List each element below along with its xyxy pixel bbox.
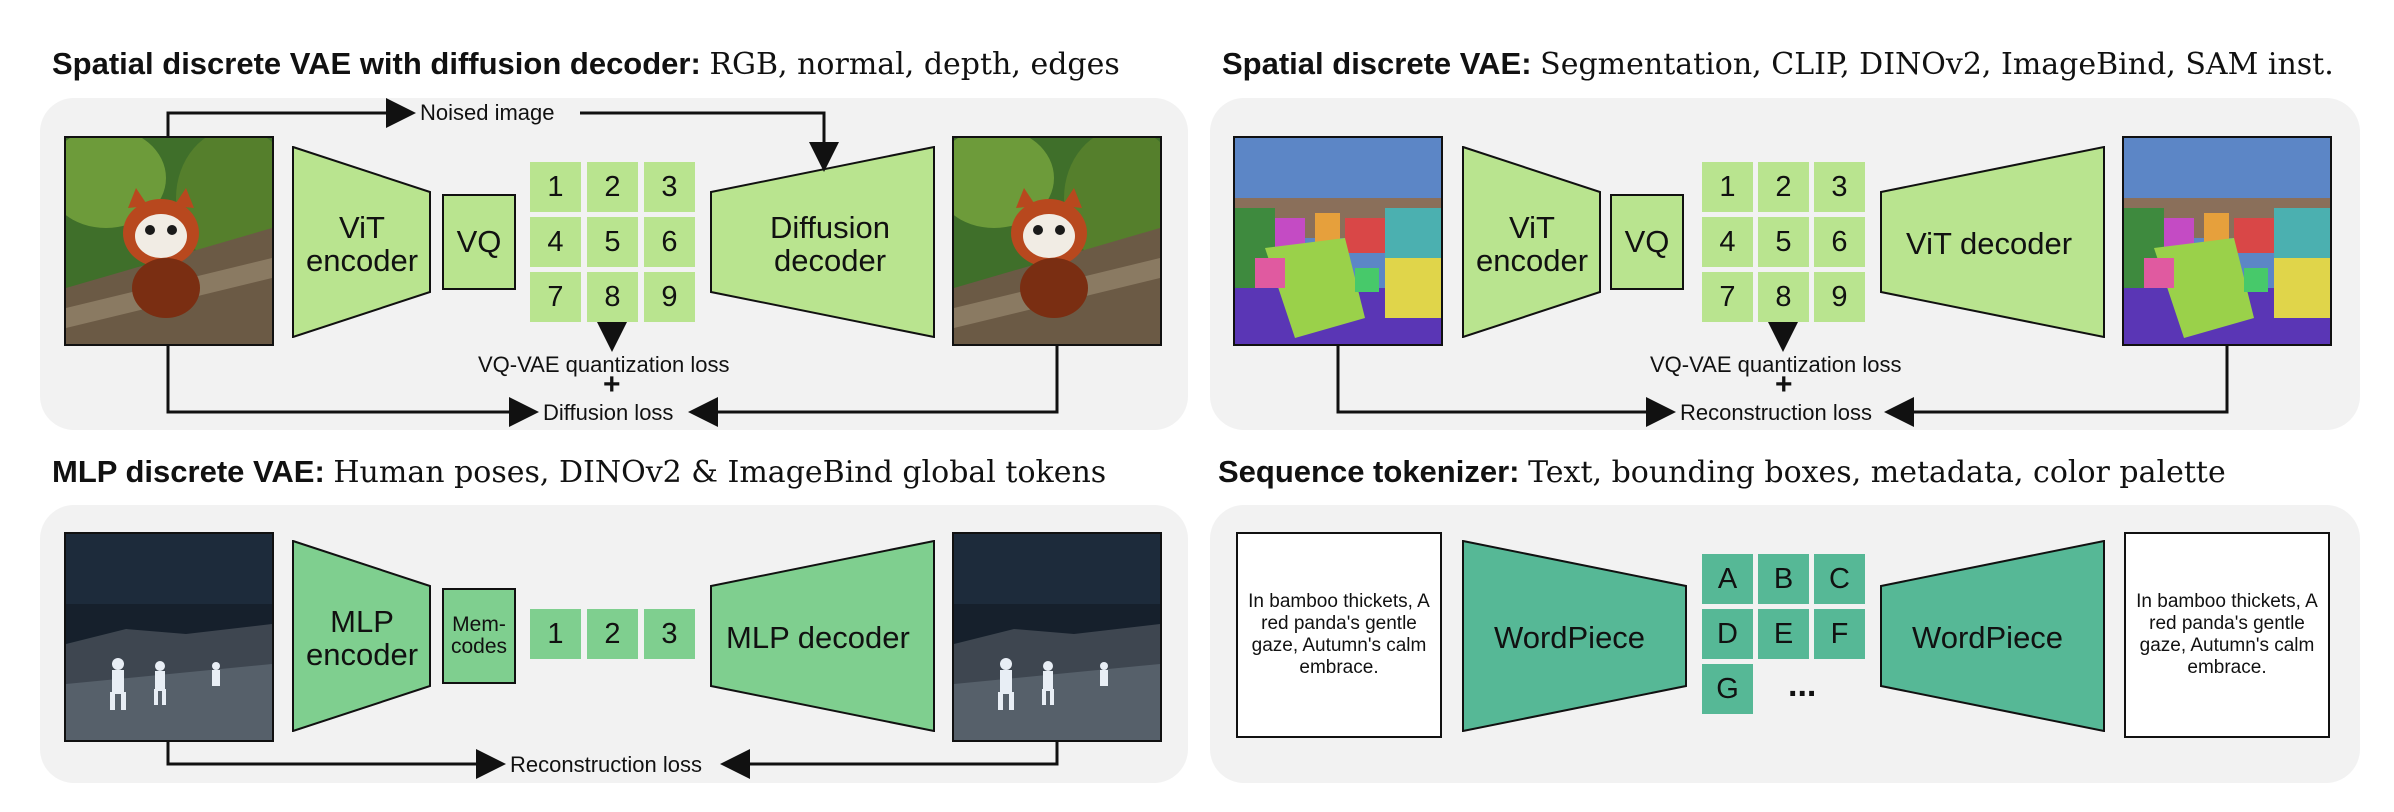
mlp-encoder-shape: [292, 539, 432, 737]
vit-decoder-label: ViT decoder: [1906, 226, 2073, 261]
token: 2: [587, 162, 638, 212]
vit-encoder-shape: [292, 145, 432, 343]
token: 5: [587, 217, 638, 267]
reconstruction-loss-label-tr: Reconstruction loss: [1680, 400, 1872, 425]
token: 3: [644, 609, 695, 659]
title-spatial-vae: Spatial discrete VAE: Segmentation, CLIP…: [1222, 46, 2334, 82]
token: E: [1758, 609, 1809, 659]
plus-sign-tl: +: [603, 368, 621, 401]
mlp-decoder-label: MLP decoder: [726, 620, 910, 655]
token: A: [1702, 554, 1753, 604]
token: 1: [1702, 162, 1753, 212]
token: C: [1814, 554, 1865, 604]
token: 8: [1758, 272, 1809, 322]
noised-image-label: Noised image: [420, 100, 555, 125]
diffusion-decoder-label: Diffusion decoder: [769, 210, 891, 278]
vit-encoder-shape-tr: [1462, 145, 1602, 343]
input-text-card: In bamboo thickets, A red panda's gentle…: [1236, 532, 1442, 738]
token: 1: [530, 162, 581, 212]
wordpiece-decoder-label: WordPiece: [1912, 620, 2064, 655]
token: 3: [1814, 162, 1865, 212]
token: 4: [530, 217, 581, 267]
wordpiece-encoder-label: WordPiece: [1494, 620, 1646, 655]
mlp-decoder-shape: [710, 539, 936, 737]
red-panda-output-image: [952, 136, 1162, 346]
segmentation-input-image: [1233, 136, 1443, 346]
title-mlp-vae: MLP discrete VAE: Human poses, DINOv2 & …: [52, 454, 1107, 490]
segmentation-output-image: [2122, 136, 2332, 346]
vq-vae-loss-label-tr: VQ-VAE quantization loss: [1650, 352, 1902, 377]
diffusion-decoder-shape: [710, 145, 936, 343]
token: 4: [1702, 217, 1753, 267]
token: 3: [644, 162, 695, 212]
token: D: [1702, 609, 1753, 659]
token: 8: [587, 272, 638, 322]
vq-vae-loss-label-tl: VQ-VAE quantization loss: [478, 352, 730, 377]
token: B: [1758, 554, 1809, 604]
vit-decoder-shape: [1880, 145, 2106, 343]
token: 2: [1758, 162, 1809, 212]
token: 5: [1758, 217, 1809, 267]
token: 1: [530, 609, 581, 659]
title-spatial-diffusion: Spatial discrete VAE with diffusion deco…: [52, 46, 1120, 82]
token: F: [1814, 609, 1865, 659]
vit-encoder-label: ViT encoder: [305, 210, 419, 278]
token: 6: [1814, 217, 1865, 267]
mem-codes-box: Mem-codes: [442, 588, 516, 684]
red-panda-input-image: [64, 136, 274, 346]
token: 9: [1814, 272, 1865, 322]
reconstruction-loss-label-bl: Reconstruction loss: [510, 752, 702, 777]
token: 6: [644, 217, 695, 267]
token: 7: [1702, 272, 1753, 322]
vq-box: VQ: [442, 194, 516, 290]
wordpiece-decoder-shape: [1880, 539, 2106, 737]
vq-box-tr: VQ: [1610, 194, 1684, 290]
output-text-card: In bamboo thickets, A red panda's gentle…: [2124, 532, 2330, 738]
mlp-encoder-label: MLP encoder: [305, 604, 419, 672]
diffusion-loss-label: Diffusion loss: [543, 400, 674, 425]
plus-sign-tr: +: [1775, 368, 1793, 401]
token-ellipsis: ...: [1788, 666, 1817, 704]
title-sequence-tokenizer: Sequence tokenizer: Text, bounding boxes…: [1218, 454, 2226, 490]
token: 7: [530, 272, 581, 322]
token: 9: [644, 272, 695, 322]
token: G: [1702, 664, 1753, 714]
vit-encoder-label-tr: ViT encoder: [1475, 210, 1589, 278]
token: 2: [587, 609, 638, 659]
human-pose-input-image: [64, 532, 274, 742]
human-pose-output-image: [952, 532, 1162, 742]
wordpiece-encoder-shape: [1462, 539, 1688, 737]
